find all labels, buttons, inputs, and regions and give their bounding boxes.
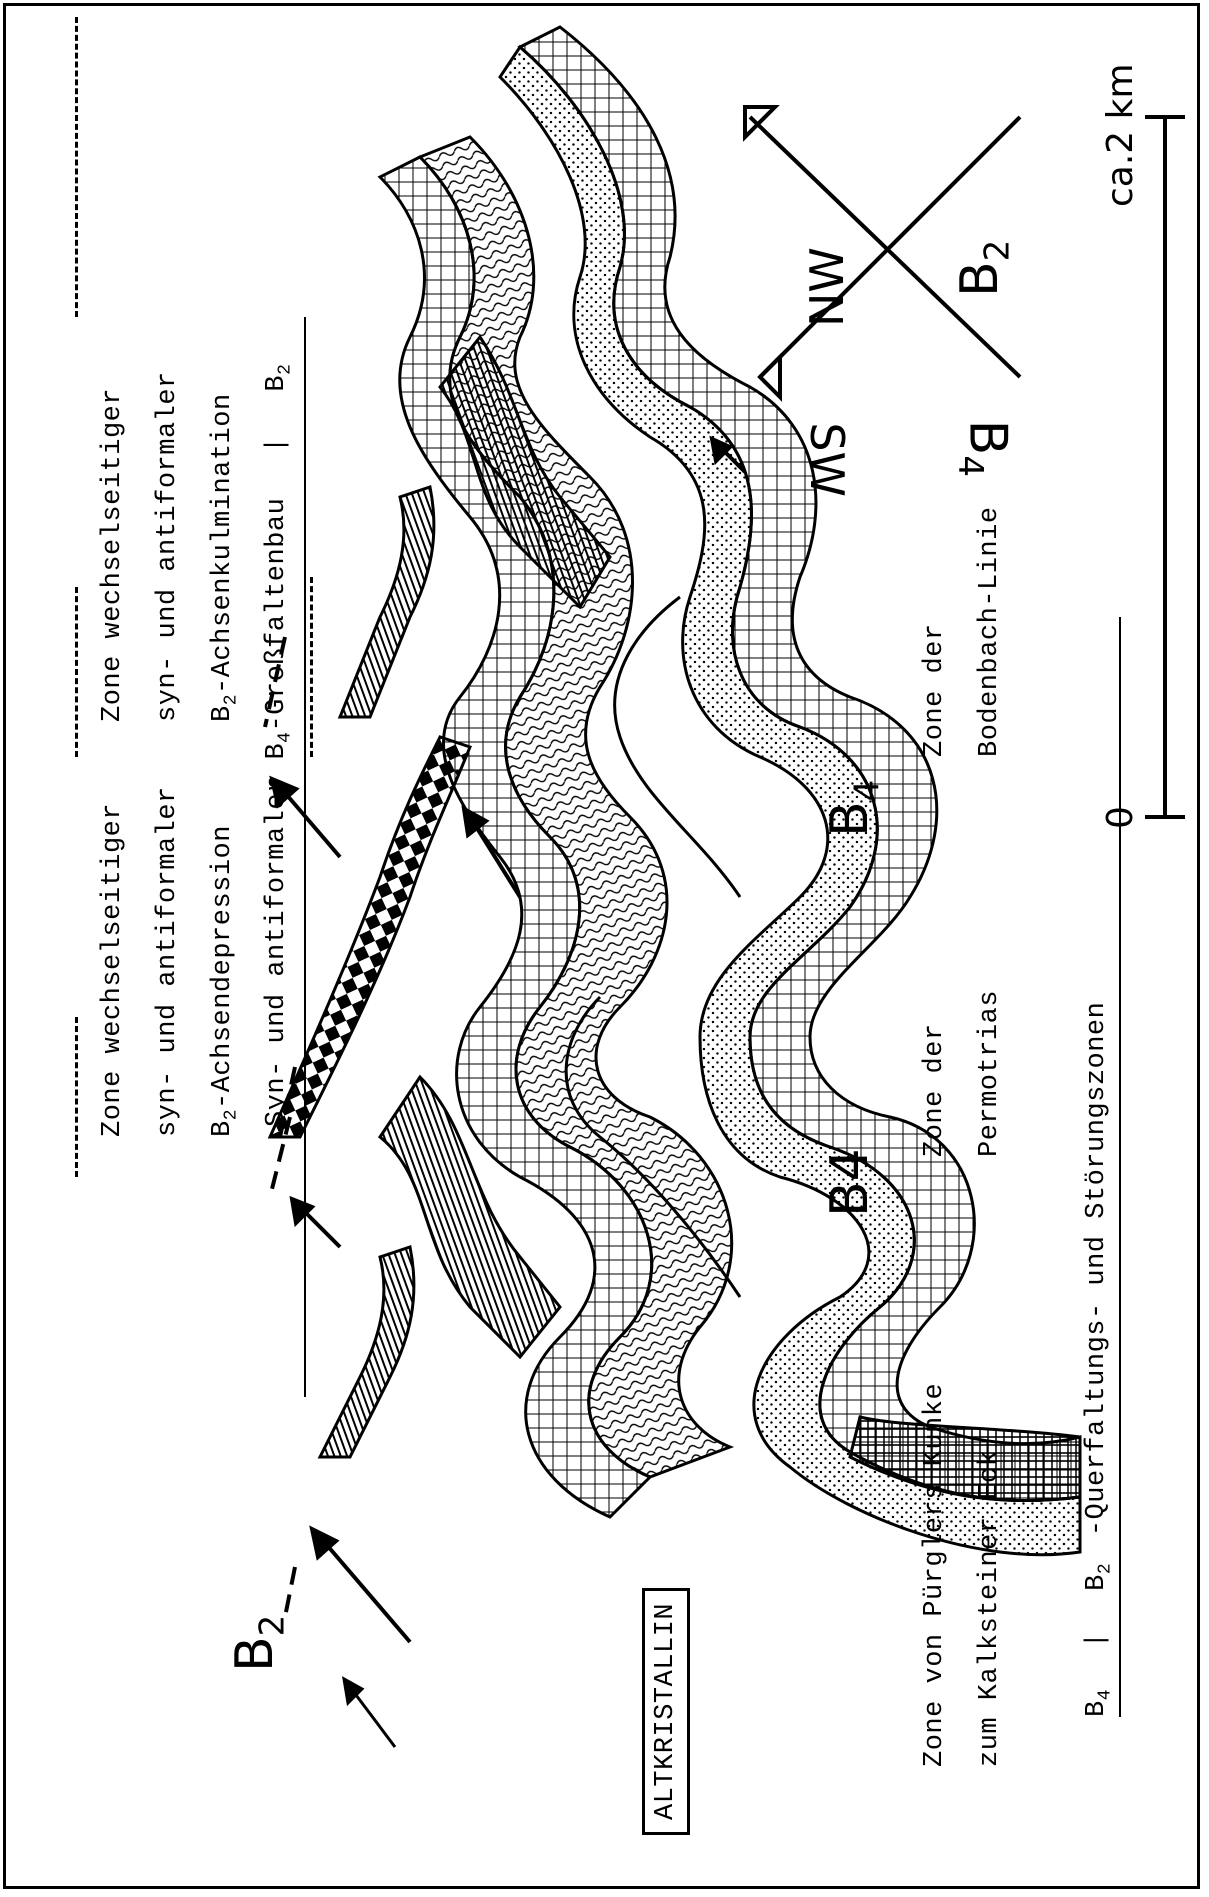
compass-sw: SW bbox=[800, 422, 854, 497]
arrow-b4-label-1: B4 bbox=[820, 1148, 880, 1217]
zone-sep-4 bbox=[310, 577, 313, 757]
scale-zero: 0 bbox=[1100, 806, 1141, 829]
fault-dash-1 bbox=[285, 1567, 295, 1617]
arrow-altkristallin bbox=[344, 1679, 395, 1747]
altkristallin-box: ALTKRISTALLIN bbox=[642, 1588, 690, 1835]
fault-wedge-2 bbox=[340, 487, 434, 717]
zone-bod-line1: Zone der bbox=[920, 623, 950, 757]
zone1-line3: B2-Achsendepression bbox=[208, 825, 241, 1137]
fault-wedge-1 bbox=[320, 1247, 414, 1457]
scale-label: ca.2 km bbox=[1100, 63, 1141, 207]
zone1-line2: syn- und antiformaler bbox=[153, 786, 183, 1137]
zone1-line1: Zone wechselseitiger bbox=[98, 803, 128, 1137]
zone2-line1: Zone wechselseitiger bbox=[98, 388, 128, 722]
compass-nw: NW bbox=[800, 247, 854, 327]
zone-pk-line1: Zone von Pürglers Kunke bbox=[920, 1383, 950, 1767]
compass-b2: B2 bbox=[950, 240, 1017, 297]
zone2-line2: syn- und antiformaler bbox=[153, 371, 183, 722]
scale-bar bbox=[1145, 117, 1185, 817]
synanti-title: Syn- und antiformaler B4-Großfaltenbau |… bbox=[262, 364, 295, 1127]
bottom-caption: B4 | B2 -Querfaltungs- und Störungszonen bbox=[1082, 1002, 1115, 1717]
arrow-b4-left bbox=[292, 1199, 340, 1247]
arrow-b2-label: B2 bbox=[225, 1615, 292, 1672]
arrow-b2 bbox=[312, 1529, 410, 1642]
altkristallin-label: ALTKRISTALLIN bbox=[651, 1603, 681, 1820]
zone-perm-line1: Zone der bbox=[920, 1023, 950, 1157]
zone2-line3: B2-Achsenkulmination bbox=[208, 393, 241, 722]
zone-sep-1 bbox=[75, 1017, 78, 1177]
zone-pk-line2: zum Kalksteiner Eck bbox=[975, 1450, 1005, 1767]
zone-perm-line2: Permotrias bbox=[975, 990, 1005, 1157]
arrow-b4-label-2: B4 bbox=[820, 780, 887, 837]
permotrias-belt bbox=[270, 737, 470, 1137]
compass-b4: B4 bbox=[950, 420, 1017, 477]
zone-bod-line2: Bodenbach-Linie bbox=[975, 506, 1005, 757]
zone-sep-2 bbox=[75, 587, 78, 757]
zone-sep-3 bbox=[75, 17, 78, 317]
